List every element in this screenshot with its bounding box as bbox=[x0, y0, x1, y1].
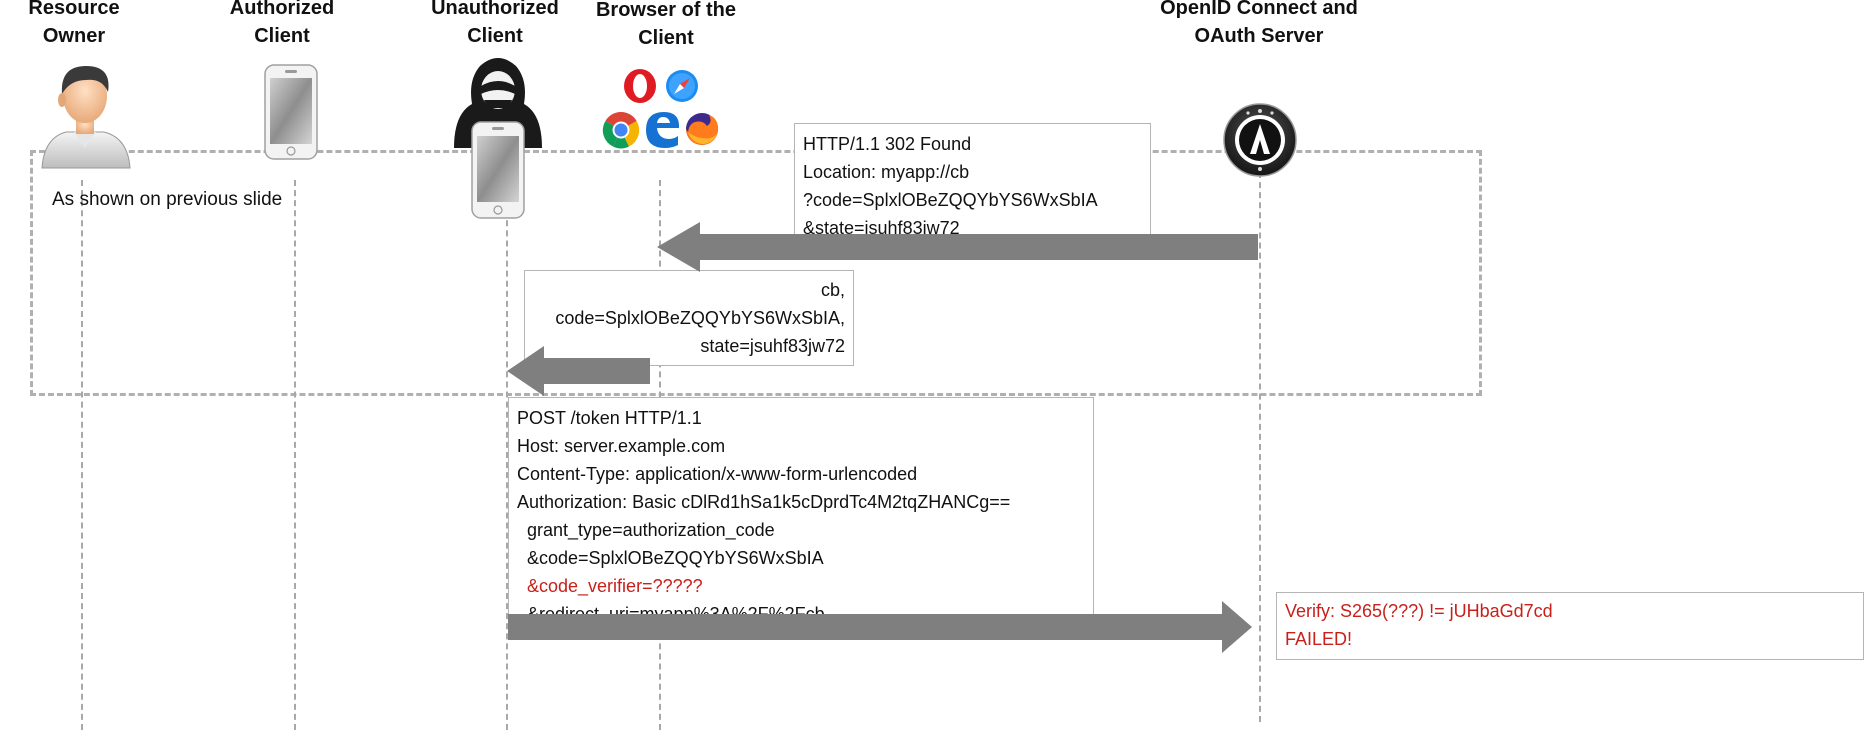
previous-slide-group-box bbox=[30, 150, 1482, 396]
redirect-line: &state=jsuhf83jw72 bbox=[803, 218, 960, 237]
token-request-line: grant_type=authorization_code bbox=[517, 520, 775, 540]
callback-line: state=jsuhf83jw72 bbox=[700, 336, 845, 356]
actor-label-line: Browser of the bbox=[595, 0, 737, 21]
actor-label-line: OAuth Server bbox=[1194, 25, 1324, 47]
actor-label-line: Client bbox=[638, 27, 694, 49]
verify-line: Verify: S265(???) != jUHbaGd7cd bbox=[1285, 601, 1553, 621]
actor-label-browser: Browser of the Client bbox=[586, 0, 746, 52]
token-request-line: Content-Type: application/x-www-form-url… bbox=[517, 464, 918, 484]
token-request-line: POST /token HTTP/1.1 bbox=[517, 408, 702, 428]
failed-line: FAILED! bbox=[1285, 629, 1353, 649]
actor-label-line: Owner bbox=[42, 25, 106, 47]
actor-label-unauthorized-client: Unauthorized Client bbox=[425, 0, 565, 50]
actor-label-oauth-server: OpenID Connect and OAuth Server bbox=[1150, 0, 1368, 50]
redirect-line: HTTP/1.1 302 Found bbox=[803, 134, 972, 154]
safari-icon bbox=[664, 68, 700, 109]
actor-label-line: Client bbox=[467, 25, 523, 47]
callback-params-box: cb, code=SplxlOBeZQQYbYS6WxSbIA, state=j… bbox=[524, 270, 854, 366]
actor-label-line: Unauthorized bbox=[431, 0, 559, 19]
token-request-arrow bbox=[508, 601, 1252, 653]
token-request-line: &redirect_uri=myapp%3A%2F%2Fcb bbox=[517, 604, 825, 617]
lifeline-resource-owner bbox=[81, 180, 83, 730]
actor-label-line: OpenID Connect and bbox=[1160, 0, 1358, 19]
chrome-icon bbox=[601, 110, 641, 155]
person-icon bbox=[36, 60, 134, 175]
edge-icon bbox=[642, 108, 682, 155]
firefox-icon bbox=[683, 110, 721, 153]
token-request-line: &code=SplxlOBeZQQYbYS6WxSbIA bbox=[517, 548, 824, 568]
redirect-response-box: HTTP/1.1 302 Found Location: myapp://cb … bbox=[794, 123, 1151, 237]
previous-slide-note: As shown on previous slide bbox=[52, 189, 283, 210]
redirect-arrow bbox=[657, 222, 1258, 272]
actor-label-line: Client bbox=[254, 25, 310, 47]
verify-result-box: Verify: S265(???) != jUHbaGd7cd FAILED! bbox=[1276, 592, 1864, 660]
oauth-logo-icon bbox=[1222, 102, 1298, 183]
actor-label-line: Authorized bbox=[229, 0, 335, 19]
redirect-line: ?code=SplxlOBeZQQYbYS6WxSbIA bbox=[803, 190, 1098, 210]
lifeline-authorized-client bbox=[294, 180, 296, 730]
callback-line: cb, bbox=[820, 280, 845, 300]
redirect-line: Location: myapp://cb bbox=[803, 162, 970, 182]
token-request-line: Authorization: Basic cDlRd1hSa1k5cDprdTc… bbox=[517, 492, 1011, 512]
opera-icon bbox=[622, 68, 658, 109]
hacker-with-phone-icon bbox=[450, 56, 546, 225]
phone-icon bbox=[264, 64, 318, 165]
lifeline-unauthorized-client bbox=[506, 180, 508, 730]
actor-label-authorized-client: Authorized Client bbox=[222, 0, 342, 50]
callback-line: code=SplxlOBeZQQYbYS6WxSbIA, bbox=[555, 308, 845, 328]
token-request-box: POST /token HTTP/1.1 Host: server.exampl… bbox=[508, 397, 1094, 617]
actor-label-line: Resource bbox=[28, 0, 120, 19]
token-request-line: Host: server.example.com bbox=[517, 436, 726, 456]
lifeline-oauth-server bbox=[1259, 172, 1261, 722]
callback-arrow bbox=[507, 346, 650, 396]
actor-label-resource-owner: Resource Owner bbox=[18, 0, 130, 50]
code-verifier-line: &code_verifier=????? bbox=[517, 576, 703, 596]
